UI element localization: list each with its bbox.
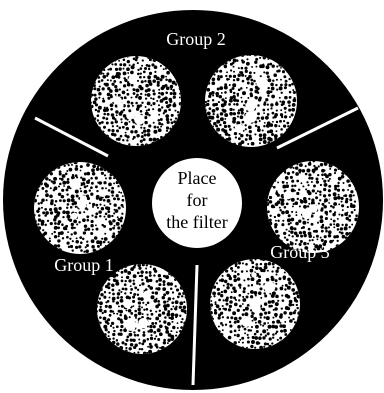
center-line-3: the filter [166, 212, 227, 232]
group1-label: Group 1 [54, 255, 114, 275]
group3-label: Group 3 [270, 242, 330, 262]
center-line-1: Place [178, 168, 217, 188]
group2-label: Group 2 [166, 29, 226, 49]
center-line-2: for [187, 190, 208, 210]
